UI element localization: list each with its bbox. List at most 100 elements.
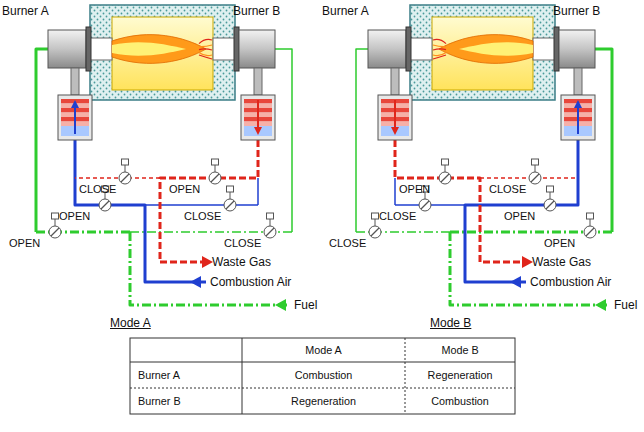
mode-panel: [356, 5, 612, 311]
waste-gas-line: [395, 140, 526, 262]
flow-arrow: [275, 299, 286, 311]
fuel-line: [450, 232, 610, 305]
valve-disc: [371, 228, 379, 236]
valve-disc: [421, 201, 429, 209]
valve-body: [369, 226, 381, 238]
regenerator-neck: [254, 68, 262, 95]
furnace-wall: [410, 5, 555, 100]
valve-state: OPEN: [9, 236, 40, 250]
burner-label: Burner A: [2, 4, 49, 18]
table-cell: Regeneration: [242, 394, 405, 408]
valve-stem: [125, 165, 126, 172]
table-rule: [242, 338, 243, 414]
valve-body: [439, 172, 451, 184]
valve-state: OPEN: [399, 182, 430, 196]
valve-state: OPEN: [59, 209, 90, 223]
valve-disc: [51, 228, 59, 236]
flow-arrow: [71, 100, 79, 108]
burner-body: [48, 30, 86, 68]
valve-disc: [226, 201, 234, 209]
air-line: [394, 178, 396, 205]
valve-symbol: [544, 186, 556, 211]
furnace-wall: [90, 5, 235, 100]
fuel-line: [130, 232, 290, 305]
valve-actuator: [227, 186, 234, 192]
valve-actuator: [267, 213, 274, 219]
regenerator: [58, 68, 92, 140]
regenerator-neck: [391, 68, 399, 95]
burner-label: Burner B: [233, 4, 280, 18]
valve-disc: [441, 174, 449, 182]
fuel-line: [595, 49, 612, 232]
table-rule: [130, 362, 515, 363]
burner-flange: [406, 27, 411, 71]
valve-body: [264, 226, 276, 238]
flow-arrow: [574, 100, 582, 108]
valve-state: CLOSE: [489, 182, 526, 196]
flow-label: Fuel: [614, 298, 637, 312]
valve-disc: [121, 174, 129, 182]
burner-body: [239, 30, 275, 68]
valve-body: [49, 226, 61, 238]
valve-stem: [270, 219, 271, 226]
mode-title: Mode A: [110, 316, 151, 330]
mode-title: Mode B: [430, 316, 471, 330]
flow-arrow: [254, 127, 262, 135]
valve-body: [209, 172, 221, 184]
valve-symbol: [584, 213, 596, 238]
exhaust-stroke: [199, 45, 212, 47]
table-cell: Combustion: [405, 394, 515, 408]
table-cell: Combustion: [242, 368, 405, 382]
mode-table: [130, 338, 515, 414]
flow-label: Combustion Air: [210, 275, 291, 289]
flow-label: Fuel: [294, 298, 317, 312]
exhaust-stroke: [199, 39, 212, 43]
valve-symbol: [529, 159, 541, 184]
valve-body: [99, 199, 111, 211]
flow-arrow: [595, 299, 606, 311]
flow-arrow: [510, 276, 521, 288]
table-frame: [130, 338, 515, 414]
burner-flange: [554, 27, 559, 71]
regenerator: [378, 68, 412, 140]
table-cell: Burner B: [138, 394, 242, 408]
furnace-chamber: [432, 17, 533, 90]
valve-disc: [266, 228, 274, 236]
valve-stem: [590, 219, 591, 226]
flow-arrow: [190, 276, 201, 288]
flow-arrow: [391, 127, 399, 135]
exhaust-stroke: [433, 45, 446, 47]
valve-symbol: [439, 159, 451, 184]
fuel-line: [275, 49, 292, 232]
flow-arrow: [257, 100, 259, 127]
valve-state: CLOSE: [329, 236, 366, 250]
valve-stem: [445, 165, 446, 172]
valve-state: CLOSE: [79, 182, 116, 196]
mode-panel: [36, 5, 292, 311]
valve-stem: [230, 192, 231, 199]
exhaust-stroke: [433, 49, 446, 50]
burner-port: [410, 38, 432, 60]
regenerator-shell: [241, 95, 275, 140]
air-line: [257, 178, 259, 205]
valve-disc: [531, 174, 539, 182]
valve-actuator: [587, 213, 594, 219]
valve-disc: [546, 201, 554, 209]
regenerator-neck: [71, 68, 79, 95]
flow-arrow: [394, 100, 396, 127]
flame: [433, 35, 533, 64]
flow-arrow: [577, 107, 579, 134]
regenerator: [241, 68, 275, 140]
valve-state: OPEN: [544, 236, 575, 250]
regenerator-shell: [378, 95, 412, 140]
burner-label: Burner A: [322, 4, 369, 18]
valve-state: OPEN: [169, 182, 200, 196]
burner-flange: [86, 27, 91, 71]
exhaust-stroke: [433, 39, 446, 43]
furnace-chamber: [112, 17, 213, 90]
valve-symbol: [224, 186, 236, 211]
table-rule: [405, 338, 406, 414]
table-cell: Regeneration: [405, 368, 515, 382]
